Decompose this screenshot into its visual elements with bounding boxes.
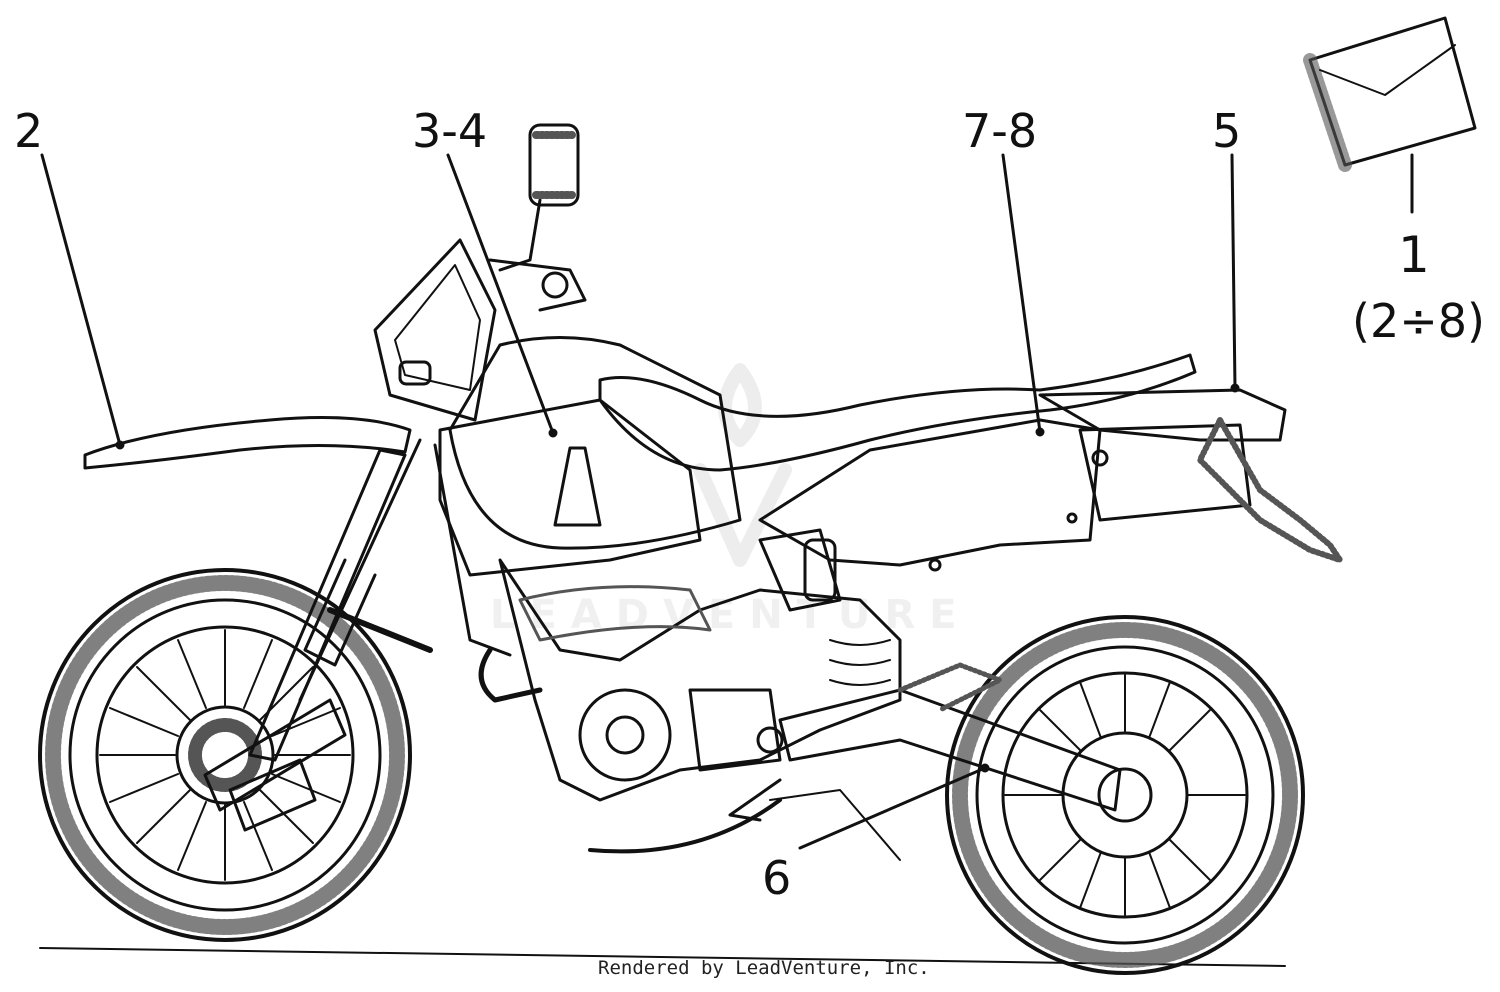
ground-line bbox=[39, 947, 1286, 967]
handlebar bbox=[488, 123, 587, 312]
callout-5: 5 bbox=[1212, 104, 1242, 158]
callout-6: 6 bbox=[762, 851, 792, 905]
front-wheel bbox=[38, 568, 412, 942]
callout-1: 1 bbox=[1398, 226, 1430, 284]
watermark-text: LEADVENTURE bbox=[490, 592, 971, 638]
license-bracket bbox=[1197, 417, 1343, 563]
watermark-logo bbox=[693, 363, 792, 567]
front-fork bbox=[203, 438, 422, 832]
front-fender bbox=[83, 416, 412, 470]
seat bbox=[598, 353, 1197, 472]
fuel-tank bbox=[448, 336, 742, 550]
footer-credit: Rendered by LeadVenture, Inc. bbox=[598, 957, 930, 979]
rear-fender bbox=[1038, 388, 1287, 442]
decal-kit-sheet bbox=[1303, 16, 1477, 172]
callout-3-4: 3-4 bbox=[412, 104, 488, 158]
callout-2: 2 bbox=[14, 104, 44, 158]
leader-lines bbox=[40, 153, 1414, 850]
tank-shroud bbox=[438, 398, 702, 577]
side-panel bbox=[758, 418, 1102, 567]
engine-frame bbox=[478, 528, 902, 854]
tank-badge bbox=[553, 446, 602, 527]
headlight-cowl bbox=[373, 238, 497, 422]
rear-wheel bbox=[945, 615, 1305, 975]
muffler bbox=[1078, 423, 1252, 522]
callout-7-8: 7-8 bbox=[962, 104, 1038, 158]
callout-kit-range: (2÷8) bbox=[1352, 294, 1485, 348]
